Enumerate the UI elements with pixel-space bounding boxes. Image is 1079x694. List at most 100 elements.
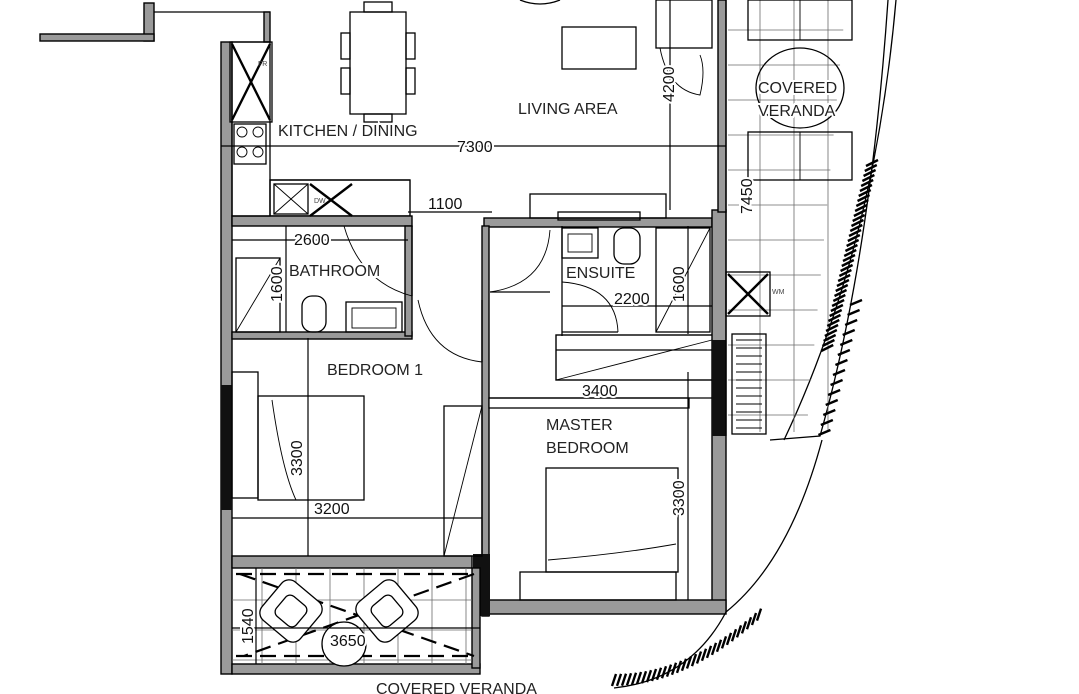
label-master-line1: MASTER [546, 417, 613, 434]
bed1-wardrobe-diag [443, 405, 483, 557]
fridge-x2 [230, 43, 272, 121]
veranda-hatch-mark [846, 238, 860, 248]
dim-1600-ens: 1600 [671, 266, 688, 302]
veranda-bottom-hatch [615, 673, 623, 687]
dim-3300-master: 3300 [671, 480, 688, 516]
veranda-hatch-mark [854, 203, 868, 213]
armchair [655, 0, 713, 49]
veranda-hatch-mark [860, 178, 874, 188]
chair-bottom [363, 113, 393, 123]
veranda-bottom-hatch [675, 660, 683, 674]
veranda-bottom-hatch [730, 628, 738, 642]
tv-unit [529, 193, 667, 219]
veranda-bottom-hatch [665, 664, 673, 677]
veranda-bottom-hatch [660, 665, 668, 679]
ensuite-shower-diag [655, 227, 711, 333]
dim-2200: 2200 [614, 291, 650, 308]
veranda-hatch-mark [861, 173, 875, 183]
veranda-side-hatch [827, 388, 841, 397]
veranda-bottom-hatch [610, 673, 618, 687]
label-living-area: LIVING AREA [518, 101, 618, 118]
dim-3300-bed1: 3300 [289, 440, 306, 476]
dimension-lines [221, 0, 726, 664]
veranda-hatch-mark [837, 273, 851, 283]
veranda-hatch-mark [833, 288, 848, 298]
dim-2600: 2600 [294, 232, 330, 249]
veranda-bottom-hatch [700, 648, 708, 662]
bed1-wardrobe [443, 405, 483, 557]
veranda-hatch-mark [827, 313, 842, 323]
wall-master-window [712, 340, 726, 436]
veranda-hatch-mark [863, 168, 877, 178]
veranda-hatch-mark [858, 188, 872, 198]
ensuite-door-swing [561, 281, 619, 333]
veranda-hatch-mark [842, 253, 856, 263]
veranda-hatch-mark [864, 163, 878, 173]
utility-cupboard [731, 333, 767, 435]
veranda-side-hatch [837, 348, 851, 357]
veranda-hatch-mark [850, 218, 865, 228]
veranda-hatch-mark [838, 268, 852, 278]
veranda-side-hatch [822, 408, 836, 417]
wall-master-bottom [488, 599, 727, 615]
veranda-hatch-mark [836, 278, 850, 288]
ensuite-fixtures [555, 226, 713, 381]
sink [273, 183, 309, 215]
veranda-hatch-mark [832, 293, 846, 303]
veranda-hatch-mark [835, 283, 849, 293]
label-veranda-top-line1: COVERED [758, 80, 837, 97]
veranda-hatch-mark [847, 233, 861, 243]
wall-veranda-bottom [231, 663, 481, 675]
veranda-chair-left-seat [274, 594, 308, 628]
bathroom-fixtures [235, 225, 413, 333]
veranda-bottom-hatch [625, 672, 633, 686]
washer-label: WM [772, 289, 785, 296]
veranda-bottom-hatch [735, 625, 743, 638]
ensuite-toilet [613, 227, 641, 265]
veranda-bottom-hatch [745, 616, 753, 630]
veranda-hatch-mark [823, 333, 837, 343]
wardrobe-diag [555, 339, 713, 381]
wall-living-right [717, 0, 727, 213]
veranda-hatch-mark [826, 318, 840, 328]
wall-top-left-ledge [39, 33, 155, 42]
dimension-labels: 7300 4200 7450 1100 2600 1600 2200 1600 … [238, 64, 758, 652]
veranda-side-hatch [849, 298, 863, 307]
ensuite-shower [655, 227, 711, 333]
veranda-side-hatch [825, 398, 839, 407]
veranda-hatch-mark [829, 308, 843, 318]
bed1-door-swing [417, 299, 483, 363]
veranda-outer-curve-2 [725, 439, 823, 613]
ensuite-basin [561, 227, 599, 259]
veranda-bottom-hatch [705, 645, 713, 659]
veranda-bottom-hatch [640, 670, 648, 684]
veranda-chair-right-seat [370, 594, 404, 628]
veranda-top-curve-outer [783, 0, 897, 441]
wall-veranda-right [471, 567, 481, 669]
veranda-bottom-hatch [750, 612, 758, 626]
fridge-label: FR [258, 61, 267, 68]
wall-kitchen-top-stub [263, 11, 271, 43]
veranda-bottom-hatch [645, 669, 653, 683]
wm-x2 [727, 273, 769, 315]
fridge [229, 41, 273, 123]
veranda-bottom-hatch [680, 658, 688, 672]
chair-right-1 [405, 32, 416, 60]
veranda-side-hatch [830, 378, 844, 387]
hob-ring-3 [236, 146, 248, 158]
label-bathroom: BATHROOM [289, 263, 380, 280]
bed1-bed [257, 395, 365, 501]
veranda-bottom-hatch [725, 632, 733, 646]
veranda-hatch-mark [852, 213, 866, 223]
wall-ensuite-bottom [555, 334, 717, 381]
washing-machine [725, 271, 771, 317]
dishwasher-label: DW [314, 198, 326, 205]
wall-bath-right [404, 225, 413, 337]
hob-ring-2 [252, 126, 264, 138]
kitchen-furniture: FR DW [229, 1, 416, 217]
veranda-bottom-hatch [635, 671, 643, 685]
dim-7450: 7450 [739, 178, 756, 214]
utility: WM [725, 271, 785, 435]
wall-bed1-bottom [231, 555, 473, 569]
master-door-swing [489, 229, 551, 293]
